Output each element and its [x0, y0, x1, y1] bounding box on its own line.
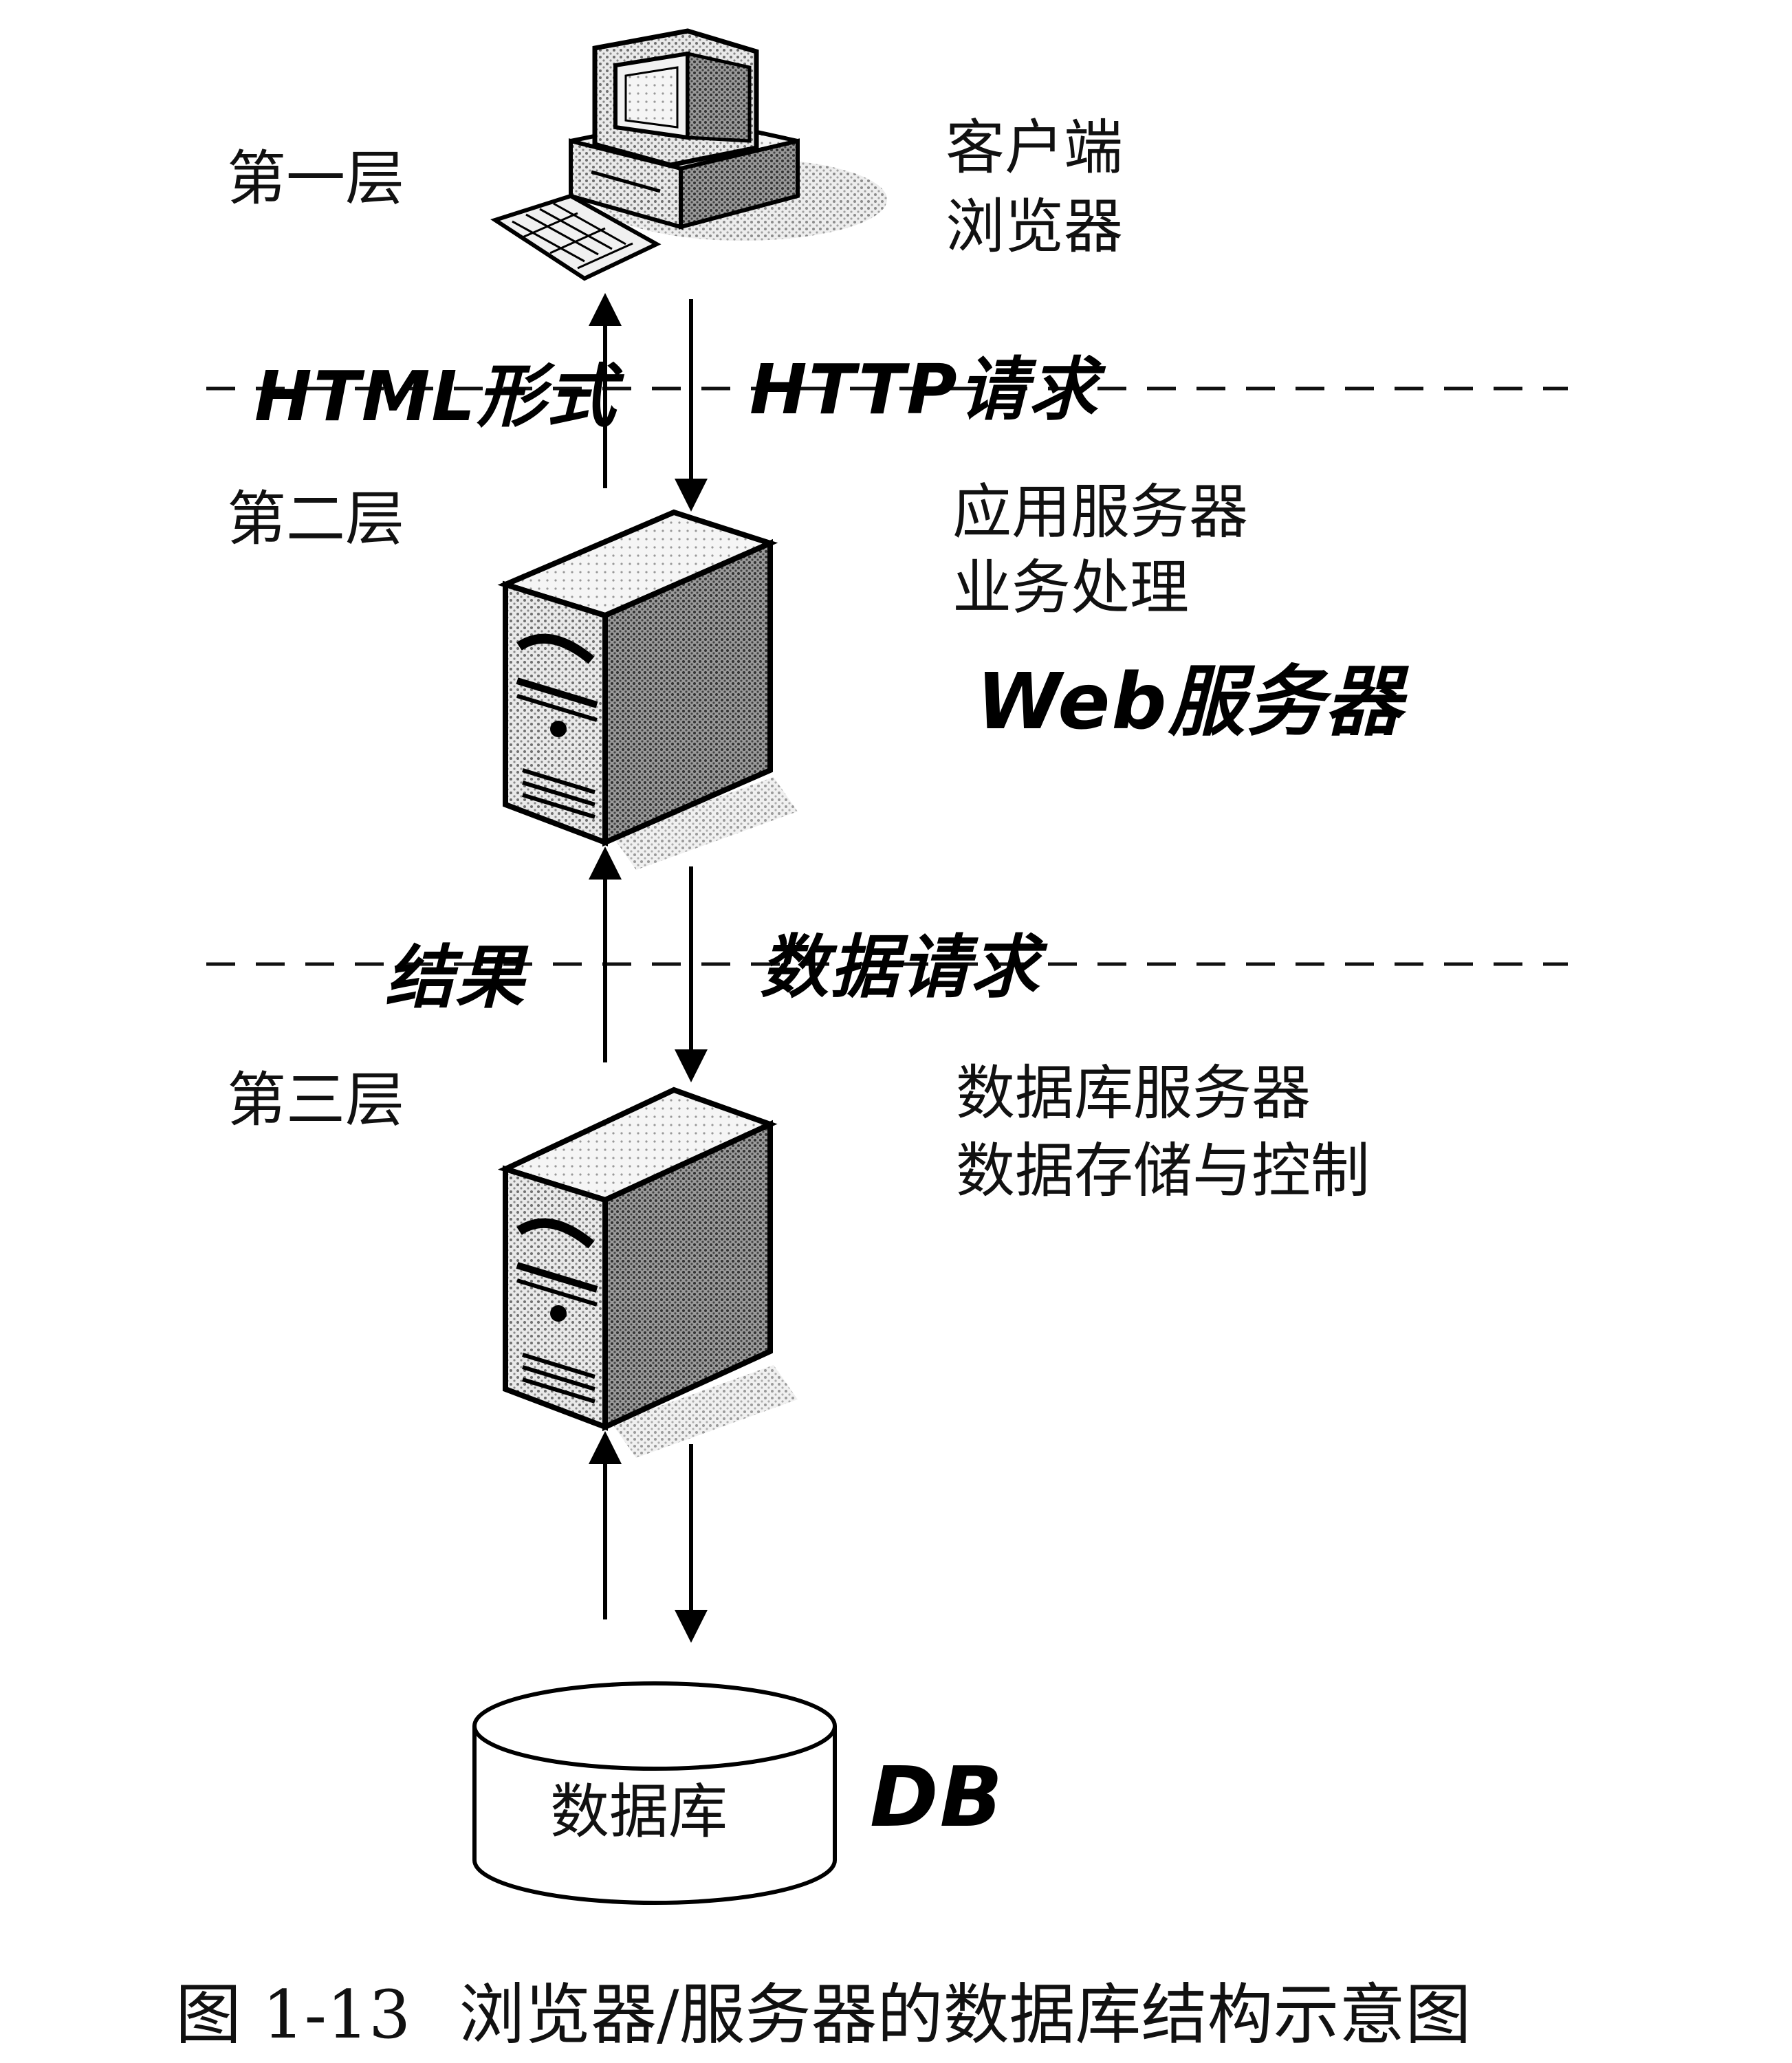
database-label: 数据库 [550, 1778, 728, 1846]
db-server-label-line2: 数据存储与控制 [956, 1137, 1370, 1205]
figure-title: 浏览器/服务器的数据库结构示意图 [459, 1976, 1472, 2053]
app-server-label-line1: 应用服务器 [952, 478, 1248, 547]
database-cylinder-icon [472, 1681, 837, 1905]
db-server-icon [497, 1087, 798, 1458]
app-server-icon [497, 509, 798, 870]
web-server-handwritten: Web服务器 [976, 657, 1403, 747]
tier1-label: 第一层 [227, 144, 404, 213]
db-server-label-line1: 数据库服务器 [956, 1059, 1311, 1128]
tier2-label: 第二层 [227, 485, 404, 554]
client-label-line2: 浏览器 [946, 193, 1123, 261]
http-request-handwritten: HTTP请求 [750, 349, 1099, 430]
client-label-line1: 客户端 [946, 113, 1123, 182]
app-server-label-line2: 业务处理 [952, 554, 1189, 622]
figure-caption: 图 1-13 浏览器/服务器的数据库结构示意图 [175, 1974, 1520, 2056]
client-computer-icon [490, 28, 887, 281]
tier3-label: 第三层 [227, 1066, 404, 1135]
result-handwritten: 结果 [385, 937, 525, 1018]
figure-number: 图 1-13 [175, 1976, 411, 2053]
data-request-handwritten: 数据请求 [760, 927, 1040, 1007]
html-form-handwritten: HTML形式 [254, 356, 618, 437]
db-handwritten: DB [870, 1750, 1005, 1846]
